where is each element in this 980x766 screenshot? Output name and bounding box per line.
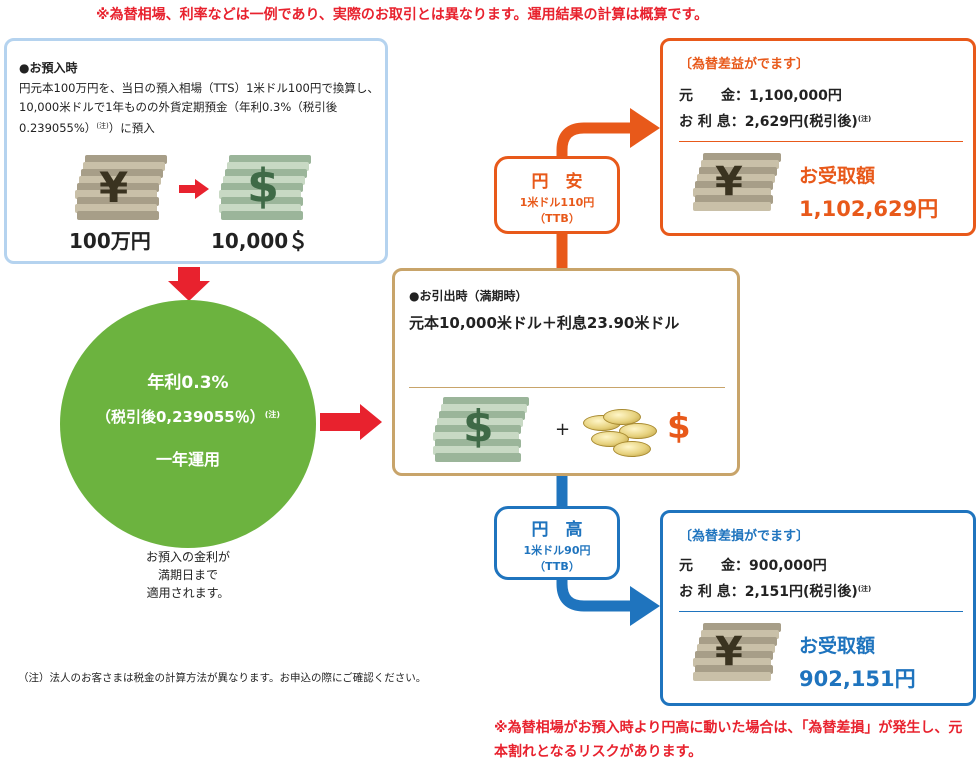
yen-amount: 100万円 (69, 229, 151, 253)
loss-principal: 元 金：900,000円 (679, 555, 827, 575)
gain-divider (679, 141, 963, 142)
loss-principal-value: 900,000円 (749, 558, 827, 574)
yen-symbol: ¥ (99, 163, 129, 212)
gain-interest-note: (注) (857, 115, 872, 123)
yen-weak-label: 円 安 1米ドル110円 （TTB） (494, 156, 620, 234)
loss-yen-symbol: ¥ (715, 629, 743, 675)
loss-box: 〔為替差損がでます〕 元 金：900,000円 お 利 息：2,151円(税引後… (660, 510, 976, 706)
gain-interest-label: お 利 息： (679, 114, 745, 130)
interest-circle: 年利0.3% （税引後0,239055％）(注) 一年運用 (60, 300, 316, 548)
circle-term: 一年運用 (155, 450, 220, 469)
yen-strong-label: 円 高 1米ドル90円 （TTB） (494, 506, 620, 580)
yen-strong-basis: （TTB） (534, 560, 580, 573)
circle-note: (注) (264, 410, 281, 419)
loss-interest-label: お 利 息： (679, 584, 745, 600)
gain-receive-label: お受取額 (799, 165, 876, 187)
loss-interest-value: 2,151円(税引後) (744, 584, 858, 600)
coins-icon (583, 409, 663, 465)
yen-weak-basis: （TTB） (534, 212, 580, 225)
withdraw-dollar-stack-icon: $ (433, 397, 529, 465)
gain-receive-value: 1,102,629円 (799, 197, 939, 221)
coin-dollar-symbol: $ (667, 407, 691, 447)
gain-yen-symbol: ¥ (715, 159, 743, 205)
right-arrow-icon (320, 404, 382, 440)
yen-weak-title: 円 安 (531, 172, 583, 192)
deposit-desc-end: ）に預入 (108, 121, 155, 135)
footnote: （注）法人のお客さまは税金の計算方法が異なります。お申込の際にご確認ください。 (18, 672, 427, 684)
loss-yen-stack-icon: ¥ (693, 623, 781, 689)
yen-weak-rate: 1米ドル110円 (519, 196, 595, 209)
bottom-disclaimer: ※為替相場がお預入時より円高に動いた場合は、「為替差損」が発生し、元本割れとなる… (494, 720, 963, 760)
withdraw-heading: ●お引出時（満期時） (409, 289, 528, 303)
withdraw-divider (409, 387, 725, 388)
loss-interest: お 利 息：2,151円(税引後)(注) (679, 581, 871, 601)
gain-principal-label: 元 金： (679, 88, 749, 104)
withdraw-body: 元本10,000米ドル＋利息23.90米ドル (409, 314, 680, 332)
top-disclaimer: ※為替相場、利率などは一例であり、実際のお取引とは異なります。運用結果の計算は概… (96, 7, 709, 23)
gain-interest-value: 2,629円(税引後) (744, 114, 858, 130)
down-arrow-icon (168, 267, 210, 301)
loss-principal-label: 元 金： (679, 558, 749, 574)
withdraw-box: ●お引出時（満期時） 元本10,000米ドル＋利息23.90米ドル $ + $ (392, 268, 740, 476)
loss-receive-value: 902,151円 (799, 667, 916, 691)
gain-principal-value: 1,100,000円 (749, 88, 842, 104)
deposit-box: ●お預入時 円元本100万円を、当日の預入相場（TTS）1米ドル100円で換算し… (4, 38, 388, 264)
deposit-desc-text: 円元本100万円を、当日の預入相場（TTS）1米ドル100円で換算し、10,00… (19, 81, 379, 135)
loss-receive-label: お受取額 (799, 635, 876, 657)
deposit-description: 円元本100万円を、当日の預入相場（TTS）1米ドル100円で換算し、10,00… (19, 79, 381, 138)
circle-rate: 年利0.3% (147, 373, 229, 393)
gain-interest: お 利 息：2,629円(税引後)(注) (679, 111, 871, 131)
usd-amount: 10,000＄ (211, 229, 309, 253)
yen-strong-title: 円 高 (531, 520, 583, 540)
gain-heading: 〔為替差益がでます〕 (679, 57, 810, 72)
deposit-desc-note: (注) (96, 122, 109, 130)
gain-yen-stack-icon: ¥ (693, 153, 781, 219)
loss-divider (679, 611, 963, 612)
dollar-symbol: $ (247, 159, 280, 213)
plus-sign: + (555, 419, 571, 440)
circle-caption: お預入の金利が 満期日まで 適用されます。 (145, 550, 230, 600)
dollar-bill-stack-icon: $ (219, 155, 311, 225)
deposit-heading: ●お預入時 (19, 61, 78, 75)
yen-strong-rate: 1米ドル90円 (523, 544, 591, 557)
gain-principal: 元 金：1,100,000円 (679, 85, 842, 105)
withdraw-dollar-symbol: $ (463, 401, 494, 452)
loss-interest-note: (注) (857, 585, 872, 593)
gain-box: 〔為替差益がでます〕 元 金：1,100,000円 お 利 息：2,629円(税… (660, 38, 976, 236)
circle-after-tax: （税引後0,239055％） (95, 408, 265, 426)
yen-bill-stack-icon: ¥ (75, 155, 167, 225)
loss-heading: 〔為替差損がでます〕 (679, 529, 810, 544)
convert-arrow-icon (179, 179, 209, 199)
